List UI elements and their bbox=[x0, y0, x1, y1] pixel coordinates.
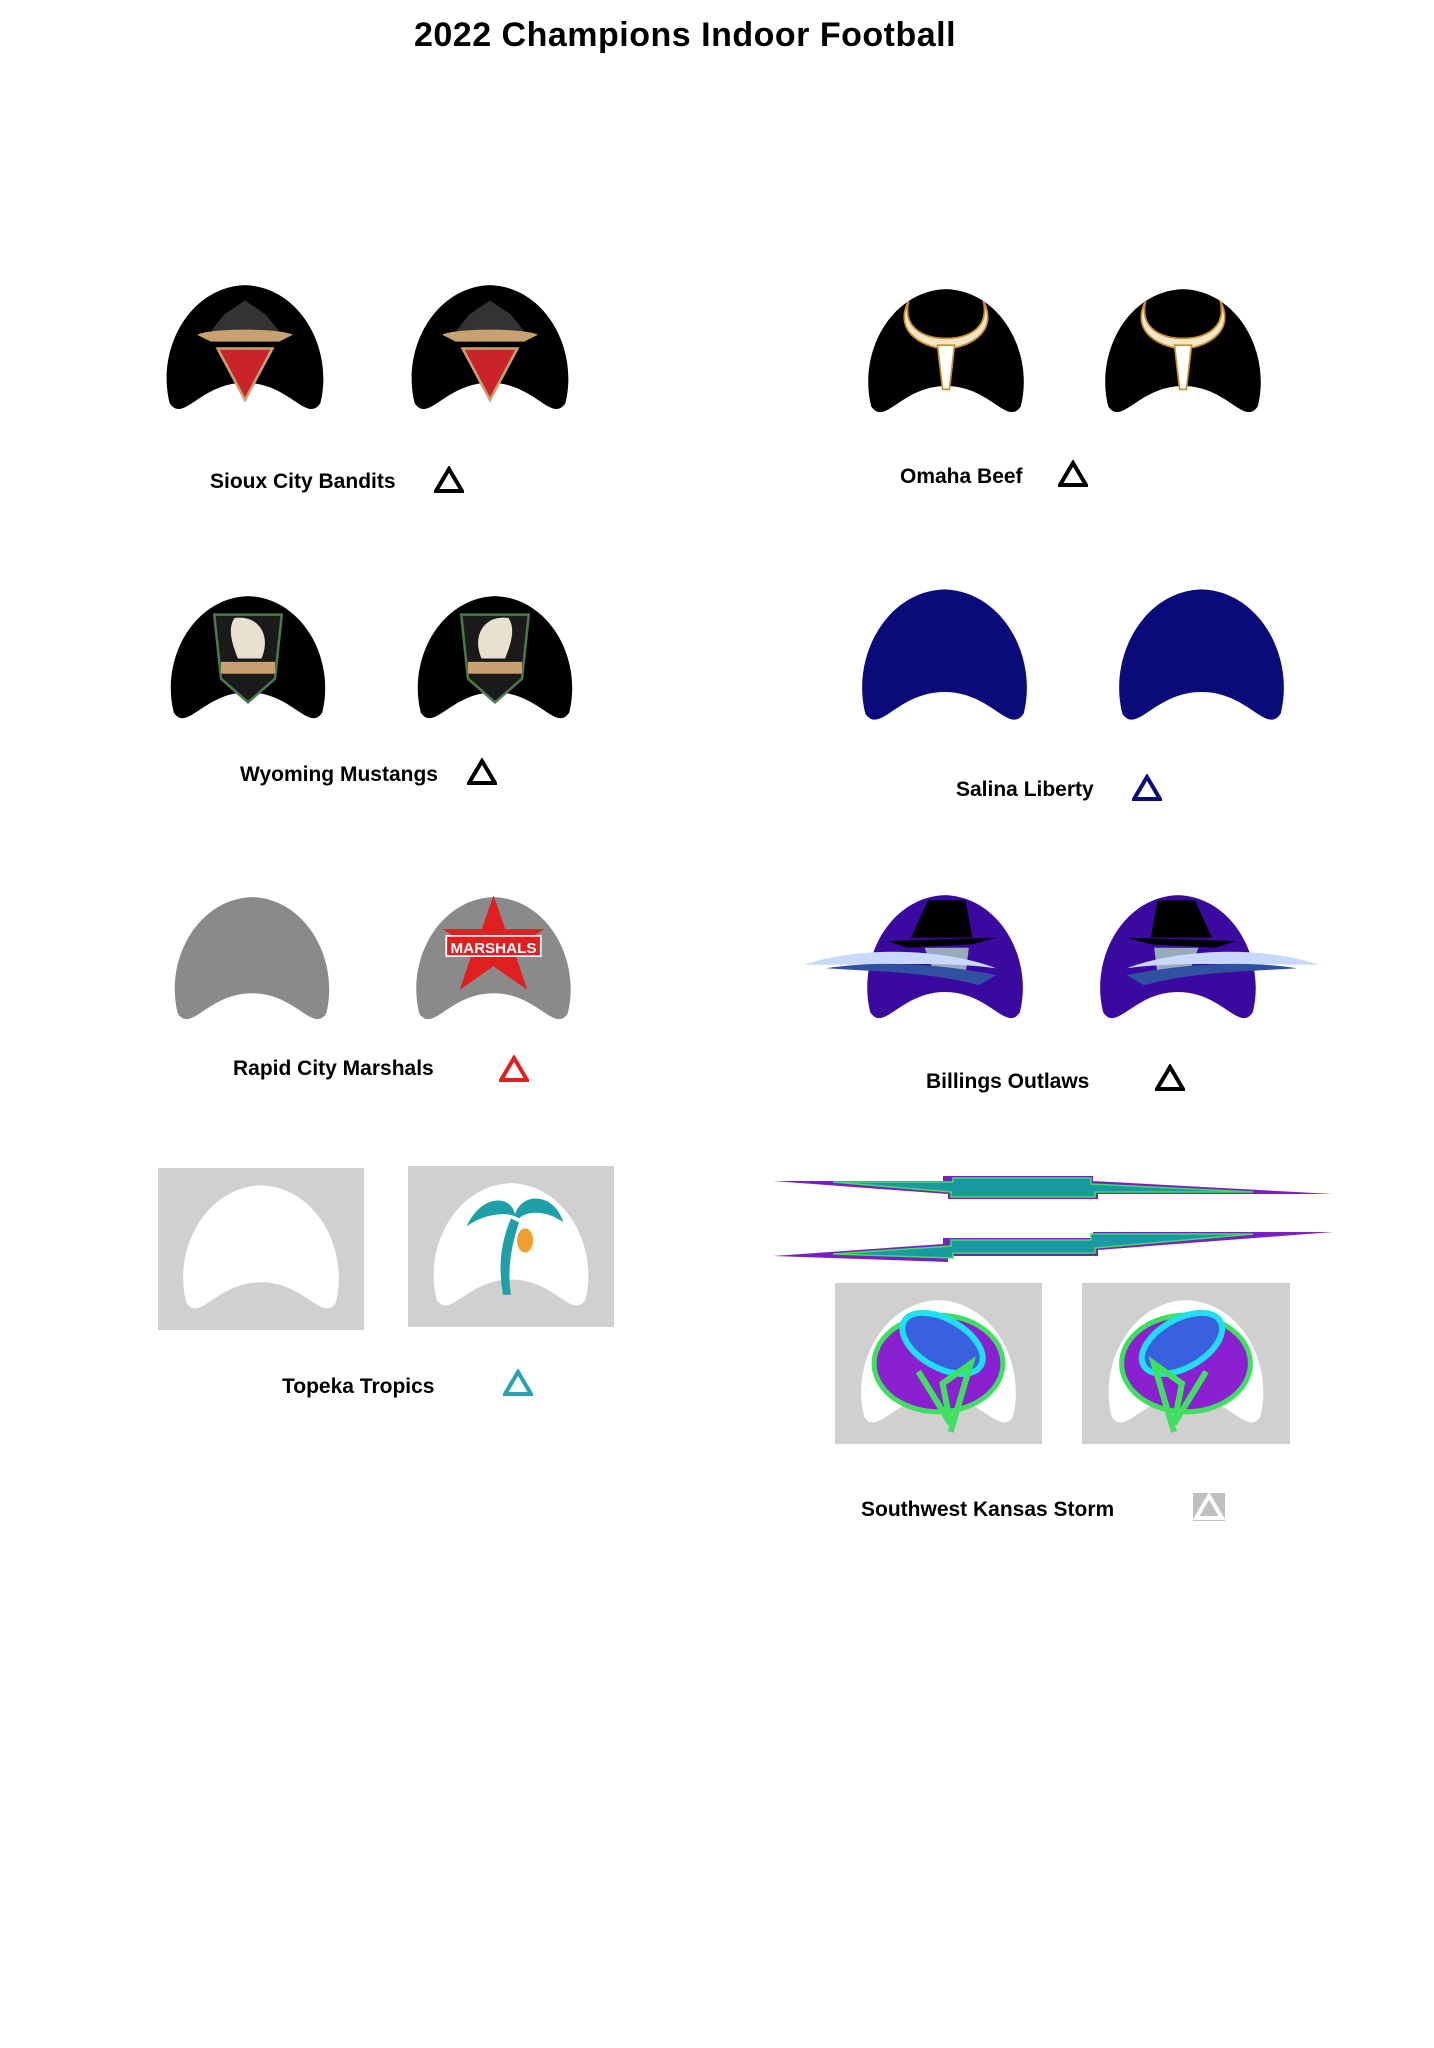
marshals-helmet-left bbox=[164, 892, 340, 1027]
palm-tree-icon bbox=[433, 1183, 589, 1306]
team-label: Billings Outlaws bbox=[926, 1070, 1090, 1093]
marshals-helmet-right: MARSHALS bbox=[405, 892, 582, 1027]
page-title: 2022 Champions Indoor Football bbox=[413, 16, 957, 54]
salina-helmet-right bbox=[1107, 584, 1296, 728]
storm-logo-icon bbox=[861, 1300, 1016, 1433]
team-label: Rapid City Marshals bbox=[233, 1057, 434, 1080]
wyoming-helmet-right bbox=[407, 591, 583, 726]
bandits-helmet-right bbox=[402, 280, 578, 417]
storm-logo-icon bbox=[1108, 1300, 1264, 1433]
triangle-icon bbox=[1132, 774, 1162, 802]
triangle-icon bbox=[467, 758, 497, 786]
wyoming-helmet-left bbox=[160, 591, 336, 726]
bandit-logo-icon bbox=[411, 285, 569, 410]
storm-helmet-right bbox=[1082, 1283, 1290, 1444]
team-label: Omaha Beef bbox=[900, 465, 1023, 488]
team-label: Southwest Kansas Storm bbox=[861, 1498, 1115, 1521]
team-label: Sioux City Bandits bbox=[210, 470, 396, 493]
triangle-icon bbox=[1193, 1493, 1225, 1521]
bandit-logo-icon bbox=[166, 285, 324, 410]
bull-horns-icon bbox=[1105, 289, 1261, 413]
bandits-helmet-left bbox=[157, 280, 333, 417]
triangle-icon bbox=[1155, 1064, 1185, 1092]
team-label: Salina Liberty bbox=[956, 778, 1094, 801]
billings-helmet-left bbox=[800, 890, 1034, 1026]
omaha-helmet-left bbox=[858, 284, 1034, 420]
billings-helmet-right bbox=[1089, 890, 1323, 1026]
topeka-helmet-right bbox=[408, 1166, 614, 1327]
triangle-icon bbox=[499, 1055, 529, 1083]
marshals-star-icon: MARSHALS bbox=[416, 895, 571, 1020]
storm-helmet-left bbox=[835, 1283, 1042, 1444]
outlaw-logo-icon bbox=[1100, 895, 1320, 1019]
topeka-helmet-left bbox=[158, 1168, 364, 1330]
triangle-icon bbox=[1058, 460, 1088, 488]
triangle-icon bbox=[434, 466, 464, 494]
lightning-stripes-icon bbox=[773, 1176, 1333, 1262]
outlaw-logo-icon bbox=[803, 895, 1023, 1019]
mustang-logo-icon bbox=[170, 596, 326, 719]
omaha-helmet-right bbox=[1095, 284, 1271, 420]
triangle-icon bbox=[503, 1369, 533, 1397]
team-label: Topeka Tropics bbox=[282, 1375, 435, 1398]
salina-helmet-left bbox=[850, 584, 1039, 728]
team-label: Wyoming Mustangs bbox=[240, 763, 438, 786]
bull-horns-icon bbox=[868, 289, 1024, 413]
svg-text:MARSHALS: MARSHALS bbox=[451, 940, 537, 957]
mustang-logo-icon bbox=[417, 596, 573, 719]
